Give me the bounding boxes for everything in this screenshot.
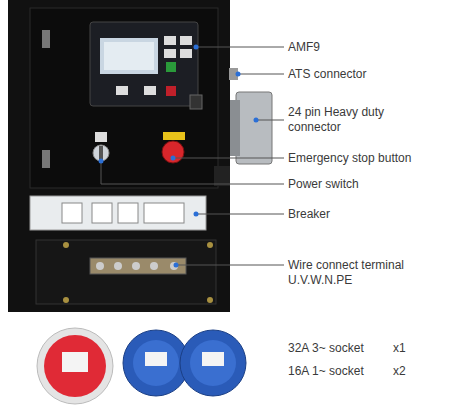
terminal bbox=[114, 262, 122, 270]
leader-dot bbox=[194, 45, 199, 50]
breaker bbox=[92, 203, 112, 223]
connector-base bbox=[214, 166, 230, 186]
leader-line bbox=[238, 74, 284, 75]
callout-label: Breaker bbox=[288, 207, 448, 222]
socket-label-plate bbox=[145, 352, 167, 366]
socket-rim bbox=[37, 328, 113, 404]
screw bbox=[63, 242, 69, 248]
panel-door bbox=[30, 8, 218, 188]
breaker-panel bbox=[30, 196, 206, 230]
socket-cover bbox=[133, 340, 179, 386]
terminal bbox=[132, 262, 140, 270]
controller-stop-key bbox=[166, 86, 176, 96]
callout-label: x2 bbox=[393, 364, 433, 379]
breaker bbox=[118, 203, 138, 223]
terminal-compartment bbox=[36, 240, 216, 304]
callout-label: Wire connect terminal U.V.W.N.PE bbox=[288, 258, 433, 288]
socket-cover bbox=[190, 340, 236, 386]
leader-dot bbox=[254, 118, 259, 123]
leader-dot bbox=[236, 72, 241, 77]
leader-line bbox=[176, 265, 284, 266]
controller-start-key bbox=[166, 62, 176, 72]
blue-socket bbox=[123, 330, 189, 396]
controller-body bbox=[90, 22, 198, 106]
callout-label: Power switch bbox=[288, 177, 448, 192]
leader-line bbox=[173, 158, 284, 159]
socket-label-plate bbox=[62, 352, 88, 372]
hinge bbox=[42, 30, 50, 48]
controller-display bbox=[104, 42, 154, 70]
lock bbox=[190, 95, 202, 109]
controller-key bbox=[164, 36, 176, 45]
leader-line bbox=[256, 120, 284, 121]
screw bbox=[207, 242, 213, 248]
leader-dot bbox=[171, 156, 176, 161]
emergency-stop bbox=[162, 141, 184, 163]
terminal bbox=[170, 262, 178, 270]
callout-label: AMF9 bbox=[288, 40, 438, 55]
leader-line bbox=[196, 47, 284, 48]
callout-label: 16A 1~ socket bbox=[288, 364, 388, 379]
controller-key bbox=[180, 36, 192, 45]
switch-plate bbox=[95, 132, 107, 142]
controller-screen bbox=[100, 38, 158, 74]
socket-label-plate bbox=[202, 352, 224, 366]
terminal bbox=[150, 262, 158, 270]
callout-label: x1 bbox=[393, 341, 433, 356]
leader-dot bbox=[99, 159, 104, 164]
connector-latch bbox=[230, 100, 240, 156]
estop-plate bbox=[163, 132, 185, 140]
breaker bbox=[62, 203, 82, 223]
leader-dot bbox=[174, 263, 179, 268]
leader-line bbox=[101, 161, 284, 184]
controller-key bbox=[116, 86, 128, 95]
controller-key bbox=[180, 49, 192, 58]
leader-dot bbox=[194, 212, 199, 217]
red-socket bbox=[44, 335, 106, 397]
screw bbox=[63, 297, 69, 303]
callout-label: 32A 3~ socket bbox=[288, 341, 388, 356]
hinge bbox=[42, 150, 50, 168]
heavy-duty-connector bbox=[236, 92, 272, 164]
controller-key bbox=[164, 49, 176, 58]
terminal bbox=[96, 262, 104, 270]
switch-key bbox=[99, 146, 103, 160]
leader-line bbox=[196, 214, 284, 215]
callout-label: 24 pin Heavy duty connector bbox=[288, 105, 428, 135]
blue-socket bbox=[180, 330, 246, 396]
callout-label: Emergency stop button bbox=[288, 151, 448, 166]
screw bbox=[207, 297, 213, 303]
terminal-strip bbox=[90, 258, 186, 274]
breaker bbox=[144, 203, 184, 223]
controller-key bbox=[144, 86, 156, 95]
callout-label: ATS connector bbox=[288, 67, 438, 82]
